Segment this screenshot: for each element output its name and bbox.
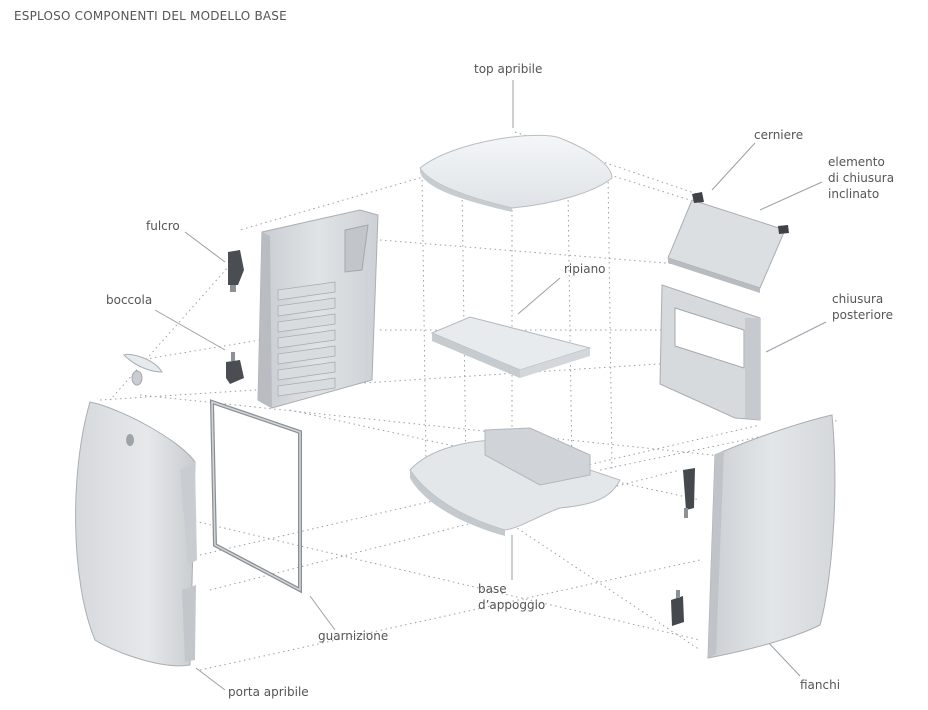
side-panel bbox=[671, 414, 836, 659]
label-fianchi: fianchi bbox=[800, 678, 841, 692]
label-ripiano: ripiano bbox=[564, 262, 606, 276]
door bbox=[75, 401, 197, 667]
label-guarnizione: guarnizione bbox=[318, 629, 389, 643]
inclined-closure bbox=[667, 192, 789, 293]
back-panel bbox=[257, 209, 379, 409]
label-base-appoggio: base d’appoggio bbox=[478, 582, 546, 612]
rear-closure bbox=[659, 284, 761, 421]
base-support bbox=[409, 427, 621, 536]
leader-lines bbox=[154, 80, 827, 691]
label-chiusura-posteriore: chiusura posteriore bbox=[832, 292, 893, 322]
shelf bbox=[430, 316, 592, 378]
fulcrum-part bbox=[228, 250, 244, 292]
gasket bbox=[209, 399, 302, 594]
diagram-title: ESPLOSO COMPONENTI DEL MODELLO BASE bbox=[14, 9, 287, 23]
label-boccola: boccola bbox=[106, 293, 153, 307]
label-fulcro: fulcro bbox=[146, 219, 180, 233]
door-clip bbox=[123, 353, 163, 386]
label-cerniere: cerniere bbox=[754, 128, 804, 142]
label-porta-apribile: porta apribile bbox=[228, 685, 309, 699]
top-lid bbox=[419, 134, 613, 212]
label-elemento-chiusura: elemento di chiusura inclinato bbox=[828, 155, 895, 201]
label-top-apribile: top apribile bbox=[474, 62, 543, 76]
bushing-part bbox=[226, 352, 244, 384]
